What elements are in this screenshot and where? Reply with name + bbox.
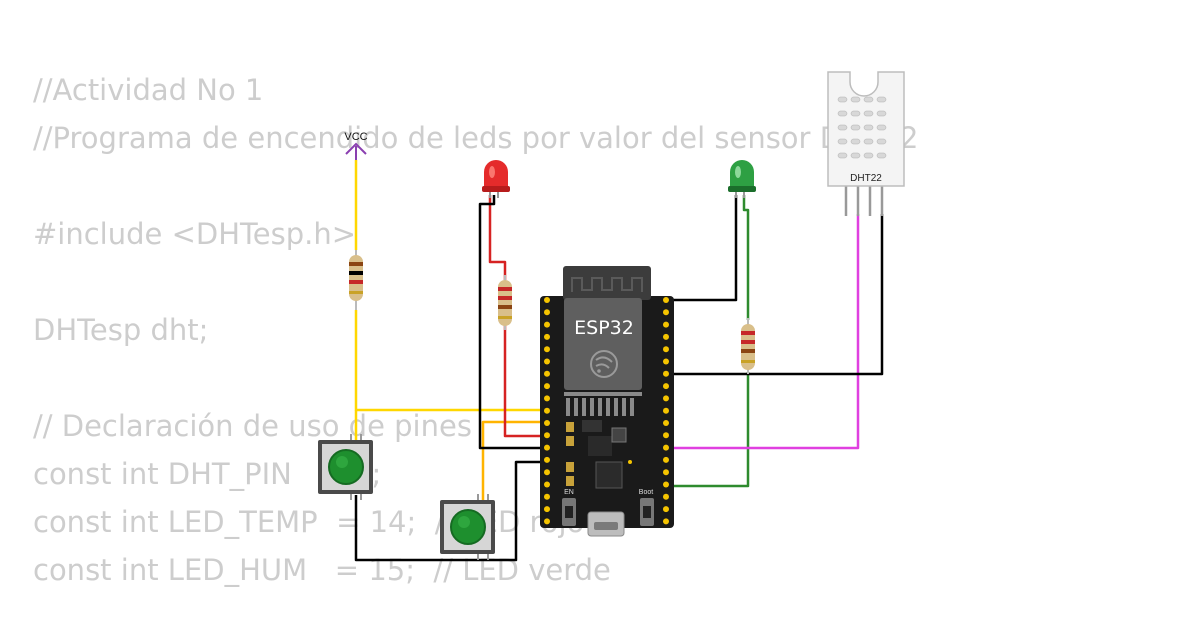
wire-red-led-anode[interactable] [488, 195, 507, 280]
header-pin[interactable] [663, 383, 669, 390]
header-pin[interactable] [663, 333, 669, 340]
header-pin[interactable] [663, 370, 669, 377]
header-pin[interactable] [544, 309, 550, 316]
wire-green-led-gnd[interactable] [666, 195, 738, 302]
green-led-icon[interactable] [728, 160, 756, 198]
header-pin[interactable] [663, 469, 669, 476]
espressif-logo-icon [590, 350, 618, 378]
header-pin[interactable] [663, 506, 669, 513]
right-header-pins[interactable] [663, 297, 669, 525]
header-pin[interactable] [544, 506, 550, 513]
header-pin[interactable] [663, 456, 669, 463]
header-pin[interactable] [544, 321, 550, 328]
wire-dht22-data[interactable] [666, 214, 860, 450]
header-pin[interactable] [544, 420, 550, 426]
header-pin[interactable] [544, 432, 550, 439]
vcc-label: VCC [344, 131, 367, 143]
code-line: #include <DHTesp.h> [33, 217, 357, 251]
vcc-arrow-icon: VCC [344, 131, 368, 160]
header-pin[interactable] [544, 333, 550, 340]
pushbutton-icon[interactable] [440, 494, 495, 560]
header-pin[interactable] [544, 456, 550, 463]
wire-red-resistor-to-pin14[interactable] [503, 325, 547, 438]
header-pin[interactable] [663, 346, 669, 353]
header-pin[interactable] [544, 481, 550, 488]
code-line: //Actividad No 1 [33, 73, 264, 107]
header-pin[interactable] [663, 518, 669, 525]
header-pin[interactable] [544, 407, 550, 414]
dht22-sensor-icon[interactable]: DHT22 [827, 71, 905, 216]
header-pin[interactable] [663, 444, 669, 451]
header-pin[interactable] [544, 395, 550, 402]
wire-dht22-gnd[interactable] [666, 214, 884, 376]
wire-button1-gnd[interactable] [354, 460, 547, 562]
wire-green-led-anode[interactable] [742, 195, 750, 320]
board-label: ESP32 [574, 317, 634, 339]
code-listing: //Actividad No 1 //Programa de encendido… [33, 66, 918, 594]
code-line: // Declaración de uso de pines [33, 409, 472, 443]
wire-green-resistor-to-pin15[interactable] [666, 372, 750, 488]
header-pin[interactable] [663, 420, 669, 426]
left-header-pins[interactable] [544, 297, 550, 525]
header-pin[interactable] [663, 407, 669, 414]
en-label: EN [564, 489, 574, 496]
header-pin[interactable] [663, 309, 669, 316]
boot-label: Boot [639, 489, 653, 496]
esp32-board[interactable]: ESP32 Boot EN [540, 266, 674, 537]
resistor-icon[interactable] [741, 318, 755, 374]
wire-red-led-gnd[interactable] [478, 195, 547, 450]
header-pin[interactable] [663, 321, 669, 328]
header-pin[interactable] [663, 395, 669, 402]
header-pin[interactable] [544, 297, 550, 303]
code-line: const int LED_HUM = 15; // LED verde [33, 553, 611, 587]
header-pin[interactable] [544, 346, 550, 353]
code-line: DHTesp dht; [33, 313, 209, 347]
header-pin[interactable] [544, 358, 550, 365]
header-pin[interactable] [544, 383, 550, 390]
resistor-icon[interactable] [498, 275, 512, 330]
wire-pin26-button2[interactable] [481, 420, 547, 500]
header-pin[interactable] [544, 518, 550, 525]
header-pin[interactable] [663, 432, 669, 439]
header-pin[interactable] [663, 297, 669, 303]
header-pin[interactable] [663, 493, 669, 500]
dht22-label: DHT22 [850, 173, 882, 184]
header-pin[interactable] [544, 469, 550, 476]
red-led-icon[interactable] [482, 160, 510, 198]
header-pin[interactable] [544, 444, 550, 451]
wire-vcc-to-pin25[interactable] [354, 310, 547, 412]
resistor-icon[interactable] [349, 250, 363, 310]
pushbutton-icon[interactable] [318, 434, 373, 500]
code-line: //Programa de encendido de leds por valo… [33, 121, 919, 155]
header-pin[interactable] [663, 358, 669, 365]
header-pin[interactable] [544, 370, 550, 377]
header-pin[interactable] [663, 481, 669, 488]
header-pin[interactable] [544, 493, 550, 500]
